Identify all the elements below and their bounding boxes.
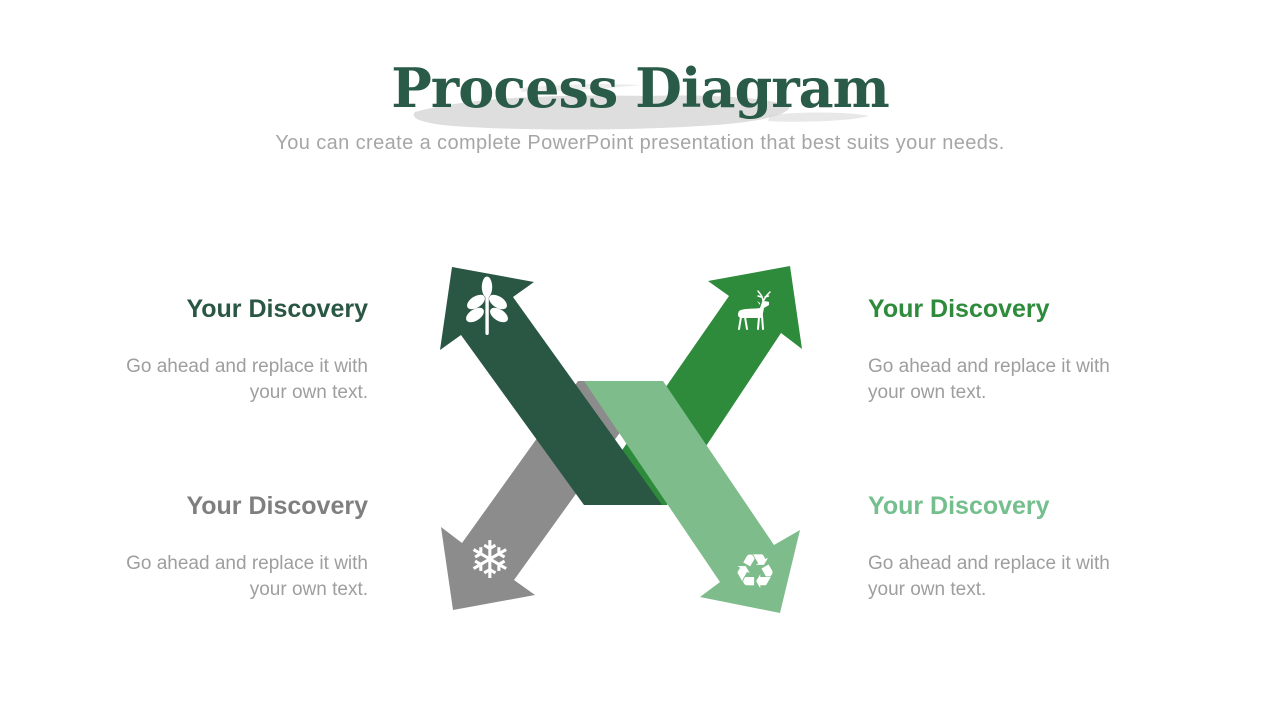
discovery-block-bottom-left: Your Discovery Go ahead and replace it w… [98, 491, 368, 603]
discovery-heading: Your Discovery [186, 492, 368, 520]
discovery-heading: Your Discovery [868, 492, 1050, 520]
brush-stroke-main [413, 95, 790, 130]
title-brush-stroke [413, 84, 869, 130]
discovery-body: Go ahead and replace it with your own te… [868, 356, 1110, 403]
discovery-block-bottom-right: Your Discovery Go ahead and replace it w… [868, 491, 1138, 603]
discovery-block-top-left: Your Discovery Go ahead and replace it w… [98, 294, 368, 406]
discovery-body: Go ahead and replace it with your own te… [126, 553, 368, 600]
snowflake-icon: ❄ [468, 531, 512, 591]
discovery-body: Go ahead and replace it with your own te… [126, 356, 368, 403]
discovery-body: Go ahead and replace it with your own te… [868, 553, 1110, 600]
discovery-block-top-right: Your Discovery Go ahead and replace it w… [868, 294, 1138, 406]
arrow-down-right [584, 381, 800, 613]
recycle-icon: ♻ [733, 544, 776, 600]
slide-subtitle: You can create a complete PowerPoint pre… [275, 132, 1005, 154]
deer-icon [738, 290, 771, 330]
arrow-up-left [440, 267, 662, 505]
brush-stroke-tail [768, 112, 869, 122]
discovery-heading: Your Discovery [186, 295, 368, 323]
slide-title: Process Diagram [391, 56, 890, 120]
brush-stroke-left [520, 84, 640, 92]
discovery-heading: Your Discovery [868, 295, 1050, 323]
process-diagram: ❄ ♻ [420, 250, 820, 630]
plant-icon [466, 276, 508, 335]
